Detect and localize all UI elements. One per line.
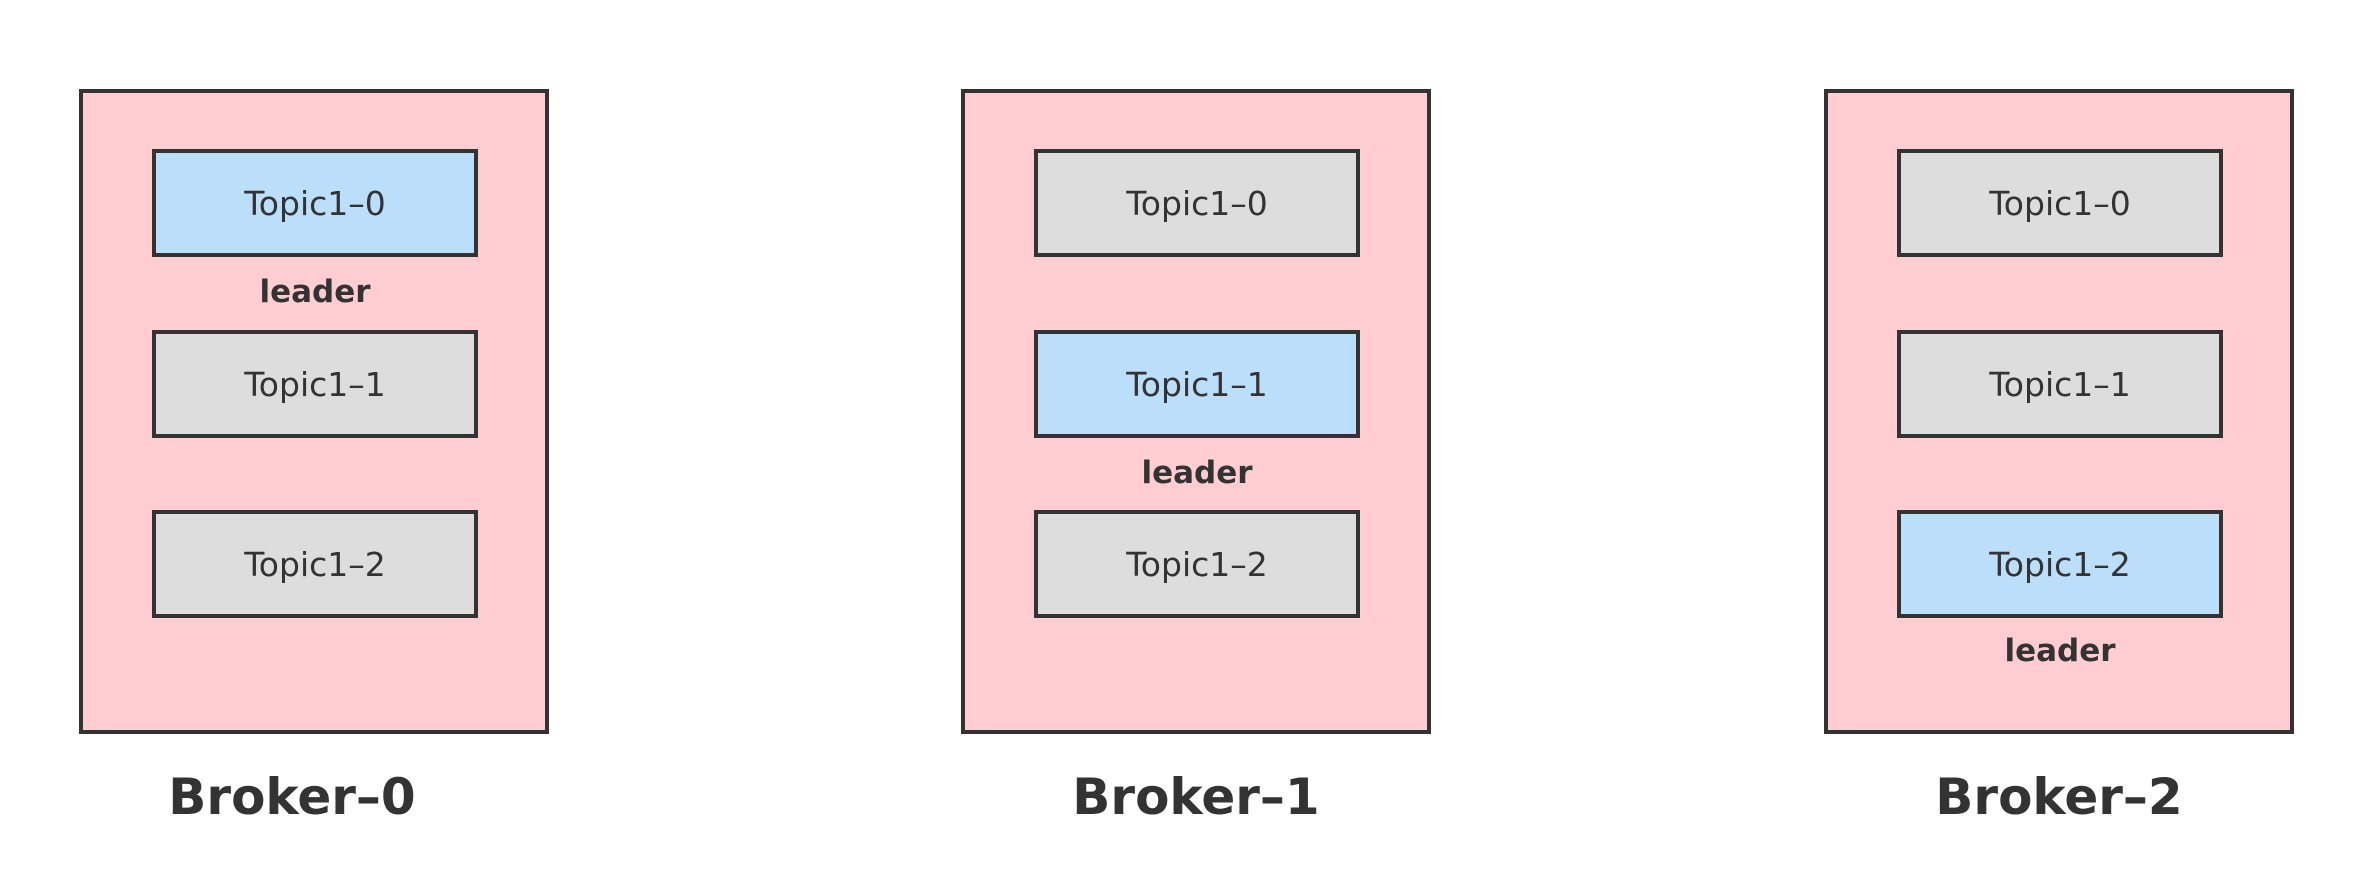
broker-2-partition-topic1-1: Topic1–1: [1897, 330, 2223, 438]
broker-0-leader-label: leader: [259, 274, 371, 310]
broker-0-partition-topic1-0: Topic1–0: [152, 149, 478, 257]
broker-1-partition-topic1-0: Topic1–0: [1034, 149, 1360, 257]
broker-2-box: Topic1–0 Topic1–1 Topic1–2 leader: [1824, 89, 2294, 734]
broker-1-partition-topic1-2: Topic1–2: [1034, 510, 1360, 618]
broker-2-label: Broker–2: [1935, 768, 2183, 826]
broker-2-partition-topic1-2: Topic1–2: [1897, 510, 2223, 618]
broker-0-label: Broker–0: [168, 768, 416, 826]
broker-2-partition-topic1-0: Topic1–0: [1897, 149, 2223, 257]
broker-2-leader-label: leader: [2004, 633, 2116, 669]
broker-0-partition-topic1-2: Topic1–2: [152, 510, 478, 618]
broker-1-partition-topic1-1: Topic1–1: [1034, 330, 1360, 438]
broker-1-leader-label: leader: [1141, 455, 1253, 491]
broker-0-partition-topic1-1: Topic1–1: [152, 330, 478, 438]
broker-1-label: Broker–1: [1072, 768, 1320, 826]
broker-1-box: Topic1–0 Topic1–1 leader Topic1–2: [961, 89, 1431, 734]
broker-0-box: Topic1–0 leader Topic1–1 Topic1–2: [79, 89, 549, 734]
